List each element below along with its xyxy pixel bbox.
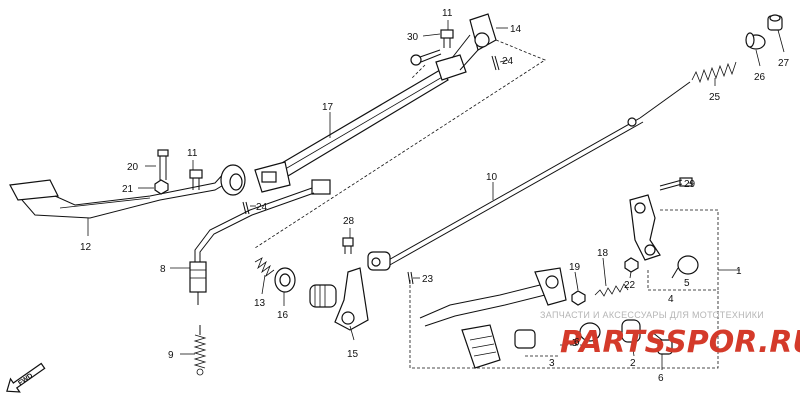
spring-18 — [594, 283, 629, 297]
clevis-23 — [367, 251, 414, 285]
leader-lines — [87, 20, 785, 370]
callout-24-left: 24 — [256, 202, 268, 213]
nut-21 — [154, 179, 169, 195]
cap-5-left — [579, 322, 601, 342]
spring-9 — [193, 325, 207, 376]
brake-pedal-12 — [9, 164, 246, 219]
callout-24-top: 24 — [502, 56, 514, 67]
callout-8: 8 — [160, 264, 166, 275]
lever-15 — [309, 267, 369, 331]
stop-arm-29 — [629, 177, 693, 261]
bolt-11-top — [440, 29, 454, 48]
callout-30: 30 — [407, 32, 419, 43]
bushing-2 — [621, 319, 641, 343]
callout-6: 6 — [658, 373, 664, 384]
callout-17: 17 — [322, 102, 334, 113]
bolt-20 — [157, 149, 169, 180]
callout-16: 16 — [277, 310, 289, 321]
callout-11-left: 11 — [187, 148, 198, 159]
callout-2: 2 — [630, 358, 636, 369]
callout-12: 12 — [80, 242, 92, 253]
cap-nut-27 — [767, 14, 783, 31]
callout-10: 10 — [486, 172, 498, 183]
bolt-11-left — [189, 169, 203, 190]
callout-22: 22 — [624, 280, 636, 291]
partsspor-logo: PARTSSPOR.RU — [560, 325, 800, 360]
nut-22 — [624, 257, 639, 273]
callout-15: 15 — [347, 349, 359, 360]
bolt-6 — [651, 331, 673, 355]
watermark-text: ЗАПЧАСТИ И АКСЕССУАРЫ ДЛЯ МОТОТЕХНИКИ — [540, 310, 764, 320]
brake-cable-10 — [384, 81, 691, 267]
bolt-28 — [342, 237, 354, 254]
callout-19: 19 — [569, 262, 581, 273]
fwd-label: FWD — [17, 372, 34, 387]
callout-13: 13 — [254, 298, 266, 309]
cotter-pin-24-top — [491, 55, 500, 71]
callout-28: 28 — [343, 216, 355, 227]
collar-3 — [514, 329, 536, 349]
callout-1: 1 — [736, 266, 742, 277]
callout-4: 4 — [668, 294, 674, 305]
fwd-arrow: FWD — [6, 362, 46, 393]
callout-3: 3 — [549, 358, 555, 369]
cap-5-right — [671, 255, 699, 279]
callout-27: 27 — [778, 58, 790, 69]
callout-14: 14 — [510, 24, 522, 35]
callout-5-right: 5 — [684, 278, 690, 289]
nut-26 — [745, 32, 766, 50]
spring-13 — [254, 257, 275, 278]
brake-rod-17 — [254, 54, 467, 193]
callout-23: 23 — [422, 274, 434, 285]
callout-21: 21 — [122, 184, 134, 195]
callout-20: 20 — [127, 162, 139, 173]
callout-29: 29 — [684, 179, 696, 190]
brake-pedal-assembly — [419, 267, 567, 369]
bolt-30 — [410, 49, 442, 66]
spring-25 — [691, 61, 737, 84]
callout-18: 18 — [597, 248, 609, 259]
callout-6-left: 6 — [574, 337, 580, 348]
callout-labels: 1 2 3 4 5 5 6 8 9 10 11 11 12 13 14 15 1… — [80, 8, 790, 384]
pivot-arm-14 — [451, 13, 497, 71]
callout-11-top: 11 — [442, 8, 453, 19]
callout-9: 9 — [168, 350, 174, 361]
brake-rod-8 — [189, 179, 331, 305]
collar-16 — [274, 267, 296, 293]
callout-26: 26 — [754, 72, 766, 83]
callout-5-left: 5 — [572, 338, 578, 349]
nut-19 — [571, 290, 586, 306]
callout-25: 25 — [709, 92, 721, 103]
